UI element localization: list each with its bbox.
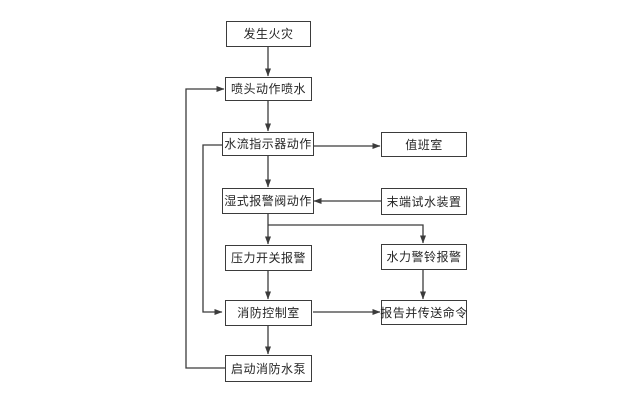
node-sprinkler-head-sprays: 喷头动作喷水: [225, 77, 312, 101]
connector-wet-valve-to-hydraulic-bell: [268, 224, 426, 244]
connector-fire-pump-to-sprinkler-feedback: [185, 86, 225, 369]
connector-flow-indicator-to-control-room-feedback: [202, 144, 223, 315]
node-end-test-water-device: 末端试水装置: [381, 188, 467, 215]
node-fire-control-room: 消防控制室: [225, 300, 312, 326]
node-duty-room: 值班室: [381, 132, 467, 157]
node-fire-occurs: 发生火灾: [226, 21, 311, 47]
node-wet-alarm-valve: 湿式报警阀动作: [222, 188, 314, 214]
node-report-and-transmit-command: 报告并传送命令: [380, 300, 467, 325]
node-pressure-switch-alarm: 压力开关报警: [225, 245, 312, 271]
node-start-fire-pump: 启动消防水泵: [225, 355, 312, 382]
node-water-flow-indicator: 水流指示器动作: [222, 132, 314, 156]
node-hydraulic-alarm-bell: 水力警铃报警: [381, 244, 467, 270]
